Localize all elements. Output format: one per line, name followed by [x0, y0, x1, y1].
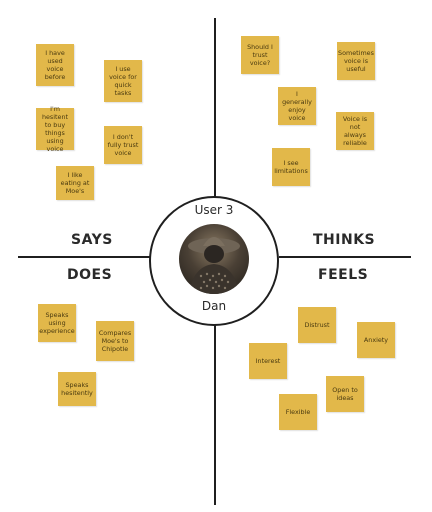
sticky-note[interactable]: Open to ideas: [326, 376, 364, 412]
vertical-axis-bottom: [214, 325, 216, 505]
persona-circle: User 3 Dan: [149, 196, 279, 326]
does-label: DOES: [67, 267, 113, 283]
sticky-note[interactable]: Sometimes voice is useful: [337, 42, 375, 80]
sticky-note[interactable]: I see limitations: [272, 148, 310, 186]
persona-label: User 3: [194, 203, 234, 217]
sticky-note[interactable]: Speaks using experience: [38, 304, 76, 342]
sticky-note[interactable]: Interest: [249, 343, 287, 379]
sticky-note[interactable]: I'm hesitent to buy things using voice: [36, 105, 74, 153]
sticky-note[interactable]: I use voice for quick tasks: [104, 60, 142, 102]
sticky-note[interactable]: Speaks hesitently: [58, 372, 96, 406]
horizontal-axis-right: [279, 256, 411, 258]
sticky-note[interactable]: Voice is not always reliable: [336, 112, 374, 150]
sticky-note[interactable]: Distrust: [298, 307, 336, 343]
sticky-note[interactable]: Flexible: [279, 394, 317, 430]
sticky-note[interactable]: Should I trust voice?: [241, 36, 279, 74]
person-photo-icon: [188, 237, 240, 294]
sticky-note[interactable]: I like eating at Moe's: [56, 166, 94, 200]
says-label: SAYS: [71, 232, 113, 248]
sticky-note[interactable]: Compares Moe's to Chipotle: [96, 321, 134, 361]
sticky-note[interactable]: I generally enjoy voice: [278, 87, 316, 125]
sticky-note[interactable]: I have used voice before: [36, 44, 74, 86]
vertical-axis-top: [214, 18, 216, 198]
persona-name: Dan: [201, 299, 227, 313]
feels-label: FEELS: [318, 267, 369, 283]
avatar: [179, 224, 249, 294]
sticky-note[interactable]: Anxiety: [357, 322, 395, 358]
sticky-note[interactable]: I don't fully trust voice: [104, 126, 142, 164]
horizontal-axis-left: [18, 256, 150, 258]
thinks-label: THINKS: [313, 232, 376, 248]
